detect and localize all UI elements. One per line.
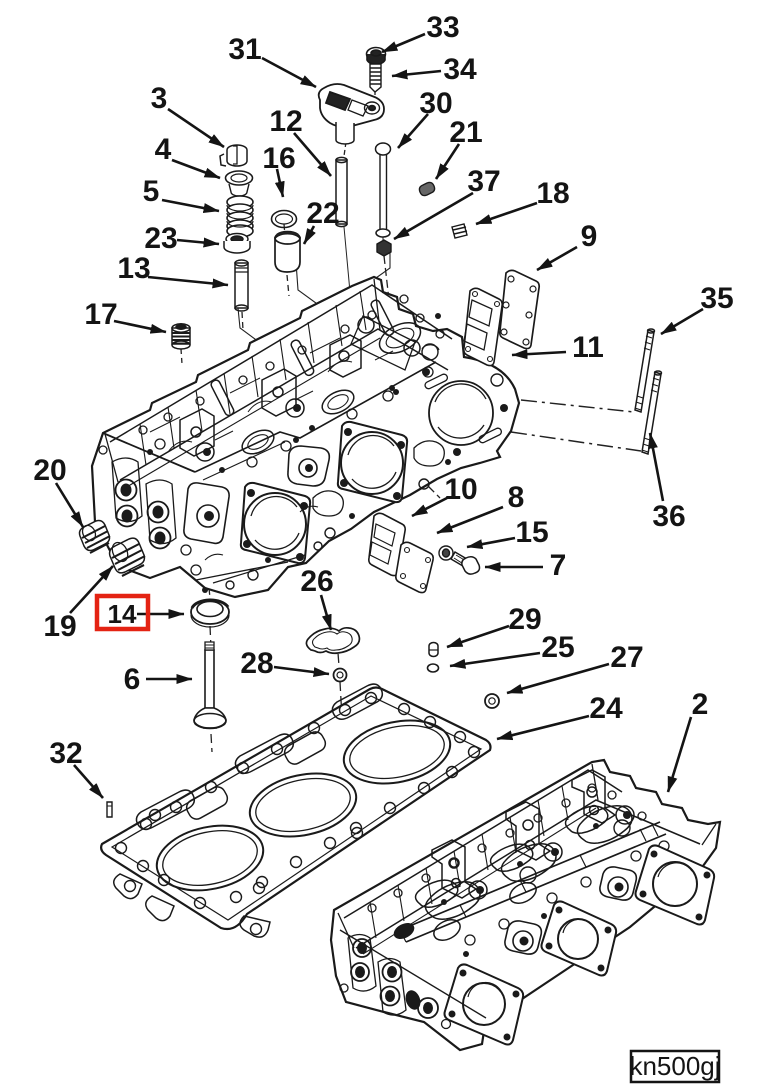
svg-text:34: 34 [443,53,477,86]
svg-text:36: 36 [652,500,685,533]
svg-text:20: 20 [33,454,66,487]
svg-text:21: 21 [449,116,482,149]
svg-text:kn500gj: kn500gj [629,1051,720,1081]
svg-text:10: 10 [444,473,477,506]
svg-text:16: 16 [262,142,295,175]
svg-text:11: 11 [572,331,604,364]
svg-text:23: 23 [144,222,177,255]
svg-text:19: 19 [43,610,76,643]
svg-text:26: 26 [300,565,333,598]
svg-text:12: 12 [269,105,302,138]
svg-text:30: 30 [419,87,452,120]
svg-text:2: 2 [692,688,709,721]
svg-text:24: 24 [589,692,623,725]
svg-text:22: 22 [306,197,339,230]
svg-text:27: 27 [610,641,643,674]
svg-text:13: 13 [117,252,150,285]
svg-text:5: 5 [143,175,160,208]
svg-text:29: 29 [508,603,541,636]
svg-text:15: 15 [515,516,548,549]
svg-text:28: 28 [240,647,273,680]
svg-text:18: 18 [536,177,569,210]
svg-text:31: 31 [228,33,261,66]
svg-text:25: 25 [541,631,574,664]
svg-text:9: 9 [581,220,598,253]
svg-text:35: 35 [700,282,733,315]
svg-text:32: 32 [49,737,82,770]
svg-text:37: 37 [467,165,500,198]
svg-text:14: 14 [108,599,137,629]
svg-text:8: 8 [508,481,525,514]
svg-text:3: 3 [151,82,168,115]
svg-text:6: 6 [124,663,141,696]
svg-text:7: 7 [550,549,567,582]
svg-text:17: 17 [84,298,117,331]
svg-text:4: 4 [155,133,172,166]
svg-text:33: 33 [426,11,459,44]
